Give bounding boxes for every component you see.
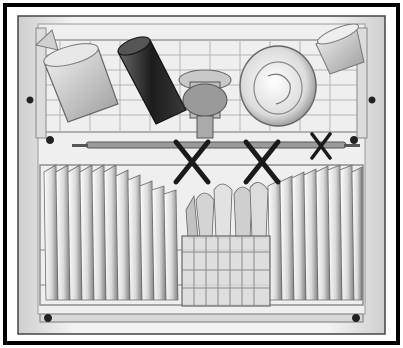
bowl [240,46,316,126]
plates-right [268,165,362,300]
bottom-track [40,314,363,322]
